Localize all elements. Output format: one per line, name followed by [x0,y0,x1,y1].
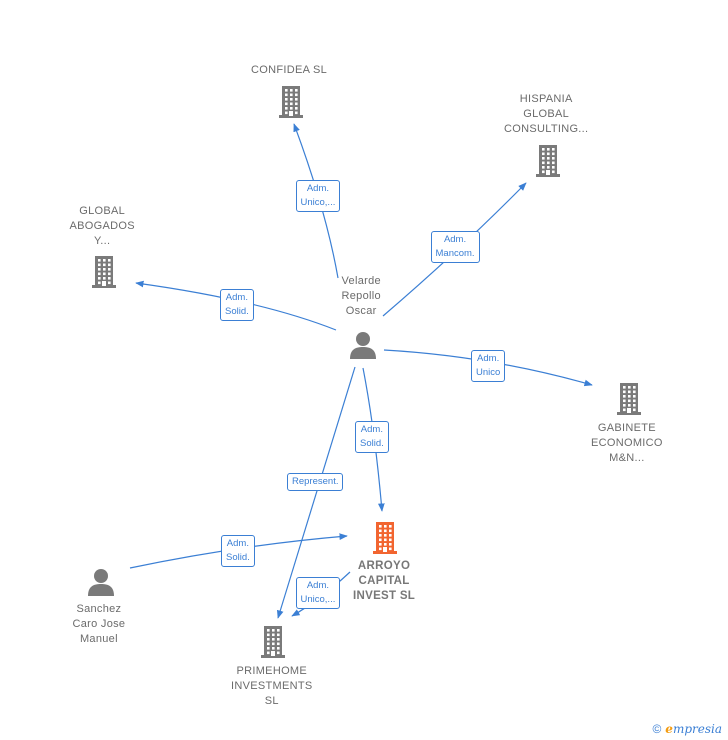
node-label-hispania[interactable]: HISPANIA GLOBAL CONSULTING... [504,92,589,135]
person-icon-sanchez[interactable] [86,567,116,602]
edge-label-velarde-arroyo[interactable]: Adm. Solid. [355,421,389,453]
node-label-velarde[interactable]: Velarde Repollo Oscar [341,274,381,317]
edge-label-sanchez-arroyo[interactable]: Adm. Solid. [221,535,255,567]
building-icon-gabinete[interactable] [614,381,644,420]
edge-label-velarde-confidea[interactable]: Adm. Unico,... [295,180,341,212]
node-label-gabinete[interactable]: GABINETE ECONOMICO M&N... [591,421,663,464]
building-icon-primehome[interactable] [258,624,288,663]
empresia-logo: empresia [665,722,722,736]
brand-footer: ©empresia [652,722,722,736]
person-icon-velarde[interactable] [348,330,378,365]
node-label-arroyo[interactable]: ARROYO CAPITAL INVEST SL [353,559,416,602]
node-label-sanchez[interactable]: Sanchez Caro Jose Manuel [72,602,126,645]
edge-label-arroyo-primehome[interactable]: Adm. Unico,... [295,577,341,609]
edge-label-velarde-primehome[interactable]: Represent. [287,473,344,491]
node-label-primehome[interactable]: PRIMEHOME INVESTMENTS SL [231,664,313,707]
edge-label-velarde-gabinete[interactable]: Adm. Unico [471,350,506,382]
building-icon-confidea[interactable] [276,84,306,123]
node-label-global[interactable]: GLOBAL ABOGADOS Y... [69,204,135,247]
edge-label-velarde-hispania[interactable]: Adm. Mancom. [430,231,480,263]
node-label-confidea[interactable]: CONFIDEA SL [251,63,328,76]
building-icon-hispania[interactable] [533,143,563,182]
copyright-symbol: © [652,722,662,736]
building-icon-arroyo[interactable] [370,520,400,559]
building-icon-global[interactable] [89,254,119,293]
edge-label-velarde-global[interactable]: Adm. Solid. [220,289,254,321]
